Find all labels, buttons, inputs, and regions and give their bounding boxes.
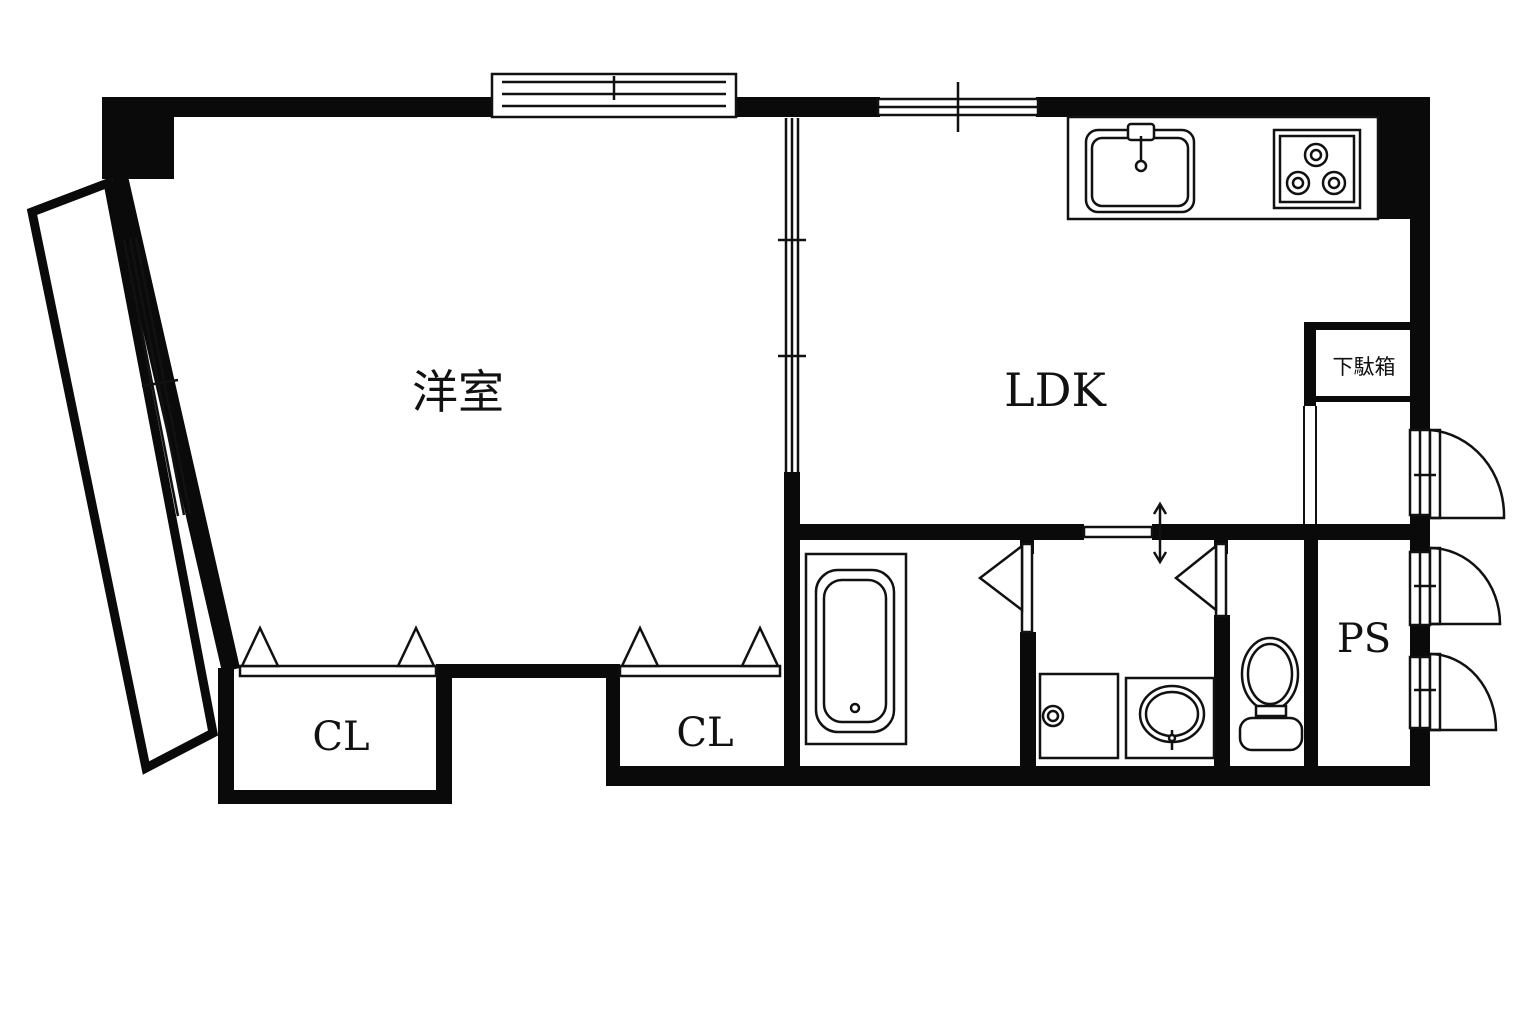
window-top-right <box>876 82 1040 132</box>
room-label-closet-left: CL <box>312 714 369 760</box>
closet-left-doors <box>238 625 438 678</box>
sliding-door-wet-area <box>1082 501 1168 565</box>
ps-door-upper <box>1408 546 1502 627</box>
room-label-ps: PS <box>1337 616 1391 662</box>
toilet-door <box>1173 542 1228 618</box>
window-top-left <box>490 72 738 119</box>
balcony <box>26 176 219 775</box>
sliding-partition <box>778 118 806 472</box>
bath-door <box>977 542 1034 634</box>
entrance-door <box>1408 428 1506 520</box>
room-label-ldk: LDK <box>1004 363 1107 417</box>
room-label-closet-right: CL <box>676 710 733 756</box>
sink-icon <box>1084 122 1196 214</box>
window-left-angled <box>122 237 192 517</box>
room-label-western: 洋室 <box>412 365 504 419</box>
bathtub-icon <box>804 552 908 746</box>
entry-lines <box>1303 406 1317 524</box>
closet-right-doors <box>618 625 782 678</box>
interior-walls <box>784 322 1412 772</box>
room-label-shoe-cabinet: 下駄箱 <box>1333 355 1396 379</box>
stove-icon <box>1272 128 1362 210</box>
washbasin-icon <box>1124 676 1216 760</box>
washing-machine-icon <box>1038 672 1120 760</box>
ps-door-lower <box>1408 652 1498 732</box>
toilet-icon <box>1238 636 1304 752</box>
